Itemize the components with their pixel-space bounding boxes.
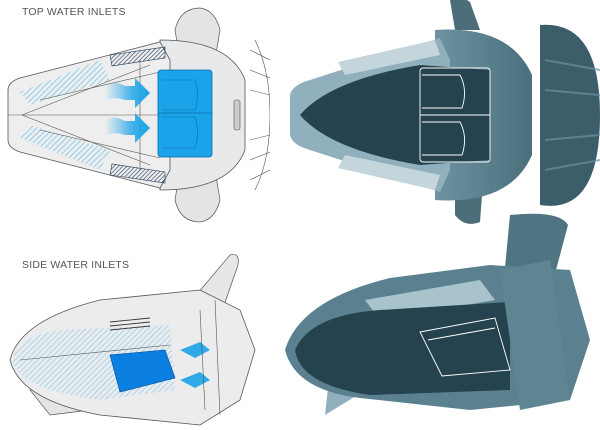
top-inlets-render	[270, 0, 600, 230]
top-water-inlets-label: TOP WATER INLETS	[22, 6, 126, 18]
side-water-inlets-label: SIDE WATER INLETS	[22, 259, 130, 271]
top-inlets-diagram	[0, 0, 270, 230]
side-inlets-diagram	[0, 250, 270, 430]
side-inlets-render	[270, 210, 600, 430]
